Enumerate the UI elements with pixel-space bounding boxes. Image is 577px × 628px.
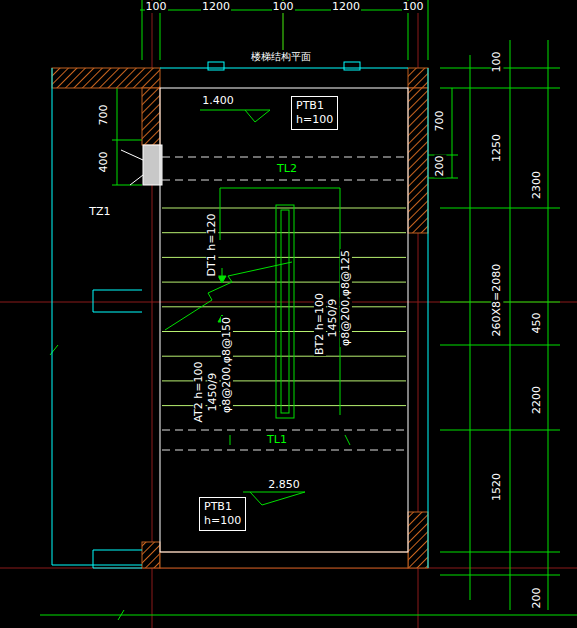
drawing-label: 100 (491, 51, 503, 74)
drawing-label: AT2 h=100 (194, 360, 206, 423)
drawing-label: φ8@200,φ8@125 (340, 249, 352, 347)
slab-text: PTB1 (204, 500, 241, 514)
tread-line (162, 356, 406, 357)
tz1-column (143, 145, 162, 185)
drawing-label: 700 (98, 104, 110, 127)
drawing-label: 2300 (531, 170, 543, 200)
drawing-label: DT1 h=120 (206, 213, 218, 278)
plan-title: 楼梯结构平面 (250, 50, 312, 64)
drawing-label: 700 (434, 110, 446, 133)
drawing-label: 1450/9 (207, 372, 219, 413)
slab-text: h=100 (204, 514, 241, 528)
drawing-label: 2200 (531, 385, 543, 415)
tread-line (162, 331, 406, 332)
drawing-label: 1250 (491, 133, 503, 163)
drawing-label: 100 (145, 1, 168, 13)
drawing-label: 100 (402, 1, 425, 13)
walls (52, 68, 428, 568)
drawing-label: 260X8=2080 (491, 263, 503, 338)
slab-box: PTB1h=100 (199, 497, 246, 531)
drawing-label: 200 (434, 155, 446, 178)
tread-line (162, 306, 406, 307)
drawing-label: 200 (531, 587, 543, 610)
drawing-label: 2.850 (267, 479, 301, 491)
tread-line (162, 208, 406, 209)
drawing-label: 100 (272, 1, 295, 13)
slab-text: PTB1 (296, 99, 333, 113)
drawing-label: 1520 (491, 472, 503, 502)
drawing-label: TL2 (276, 163, 298, 175)
drawing-label: TZ1 (88, 206, 111, 218)
level-marks (200, 110, 350, 505)
tread-line (162, 257, 406, 258)
drawing-label: 450 (531, 312, 543, 335)
outline (52, 62, 428, 568)
dimension-lines (40, 0, 577, 620)
slab-text: h=100 (296, 113, 333, 127)
slab-box: PTB1h=100 (291, 96, 338, 130)
drawing-label: 1.400 (201, 95, 235, 107)
drawing-label: φ8@200,φ8@150 (221, 316, 233, 414)
shaft (121, 88, 408, 552)
tread-line (162, 282, 406, 283)
drawing-label: 1200 (201, 1, 231, 13)
drawing-label: TL1 (266, 434, 288, 446)
drawing-label: 400 (98, 151, 110, 174)
drawing-label: BT2 h=100 (314, 292, 326, 356)
tread-line (162, 232, 406, 233)
drawing-label: 1200 (331, 1, 361, 13)
stair-well (165, 188, 340, 418)
beams (162, 157, 406, 450)
drawing-label: 1450/9 (327, 298, 339, 339)
